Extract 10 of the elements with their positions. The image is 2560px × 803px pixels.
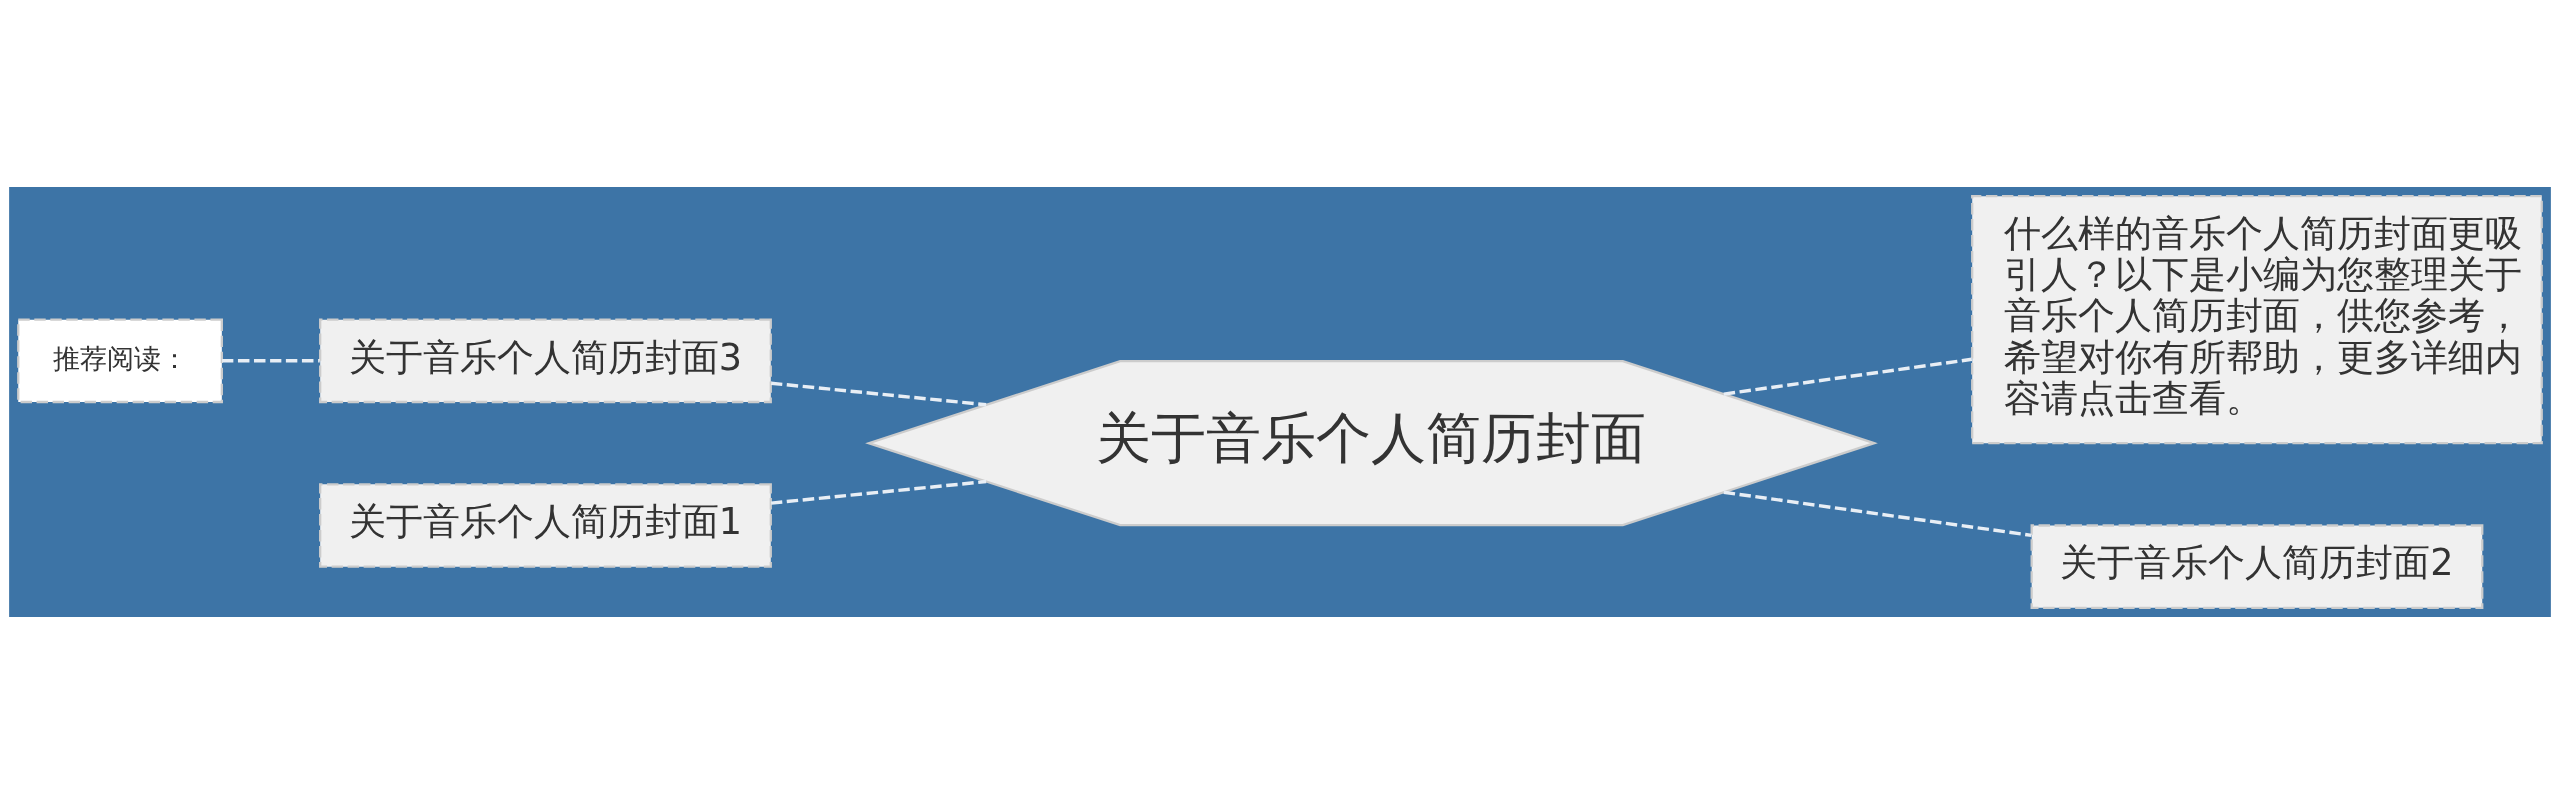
connector	[1723, 490, 2032, 537]
connector	[222, 358, 320, 363]
connector	[770, 479, 987, 505]
node-box: 关于音乐个人简历封面3	[319, 318, 772, 403]
connector	[770, 381, 987, 406]
node-box: 推荐阅读：	[17, 318, 223, 403]
node-box: 关于音乐个人简历封面1	[319, 482, 772, 568]
node-box: 什么样的音乐个人简历封面更吸引人？以下是小编为您整理关于音乐个人简历封面，供您参考，希望对你有所帮助，更多详细内容请点击查看。	[1971, 194, 2543, 444]
node-box: 关于音乐个人简历封面2	[2030, 523, 2484, 609]
connector	[1723, 357, 1973, 396]
